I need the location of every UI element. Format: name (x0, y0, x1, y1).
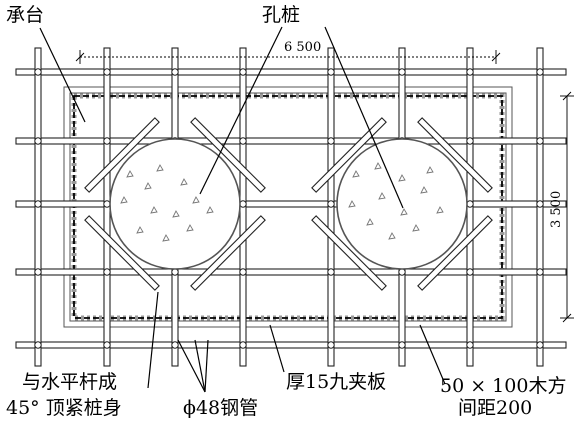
joint-clamp (239, 341, 247, 349)
joint-clamp (34, 137, 42, 145)
aggregate-mark (136, 226, 144, 234)
joint-clamp (34, 268, 42, 276)
leader-plywood (269, 324, 285, 373)
joint-clamp (398, 68, 406, 76)
joint-clamp (103, 341, 111, 349)
pile-right (336, 138, 468, 270)
label-timber-line1: 50 × 100木方 (440, 375, 566, 397)
aggregate-mark (144, 182, 152, 190)
dim-length (75, 50, 501, 64)
leader-timber (419, 324, 446, 385)
label-dim-width: 3 500 (549, 191, 564, 228)
joint-clamp (103, 268, 111, 276)
aggregate-mark (378, 192, 386, 200)
aggregate-mark (206, 206, 214, 214)
joint-clamp (327, 137, 335, 145)
joint-clamp (327, 200, 335, 208)
horizontal-pipe-3 (15, 268, 567, 276)
joint-clamp (171, 68, 179, 76)
leaders (39, 26, 446, 393)
concrete-aggregate-marks (120, 162, 444, 242)
brace-left-upper-left (84, 117, 160, 193)
horizontal-pipe-middle (15, 200, 567, 208)
label-horizontal-bar-line2: 45° 顶紧桩身 (6, 397, 122, 419)
brace-left-upper-right (190, 117, 266, 193)
horizontal-pipe-4 (15, 341, 567, 349)
aggregate-mark (412, 224, 420, 232)
leader-pipe-1 (177, 339, 206, 393)
joint-clamp (327, 341, 335, 349)
aggregate-mark (426, 166, 434, 174)
joint-clamp (466, 268, 474, 276)
joint-clamp (536, 68, 544, 76)
aggregate-mark (180, 178, 188, 186)
aggregate-mark (398, 174, 406, 182)
label-steel-pipe: ϕ48钢管 (183, 397, 258, 419)
joint-clamp (239, 268, 247, 276)
brace-right-lower-left (311, 215, 387, 291)
aggregate-mark (172, 210, 180, 218)
horizontal-pipe-2 (15, 137, 567, 145)
joint-clamp (466, 137, 474, 145)
joint-clamp (103, 68, 111, 76)
joint-clamp (327, 68, 335, 76)
pile-right-outline (336, 138, 468, 270)
leader-hole-pile-right (324, 26, 404, 209)
joint-clamp (536, 200, 544, 208)
horizontal-pipe-1 (15, 68, 567, 76)
aggregate-mark (192, 196, 200, 204)
label-dim-length: 6 500 (284, 40, 321, 55)
aggregate-mark (150, 206, 158, 214)
aggregate-mark (186, 224, 194, 232)
label-hole-pile: 孔桩 (262, 4, 300, 26)
label-pile-cap: 承台 (6, 4, 44, 26)
label-plywood: 厚15九夹板 (286, 371, 386, 393)
brace-right-upper-right (417, 117, 493, 193)
aggregate-mark (352, 170, 360, 178)
aggregate-mark (162, 234, 170, 242)
pile-left (109, 138, 241, 270)
leader-pile-cap (39, 27, 86, 123)
joint-clamp (34, 341, 42, 349)
label-timber-line2: 间距200 (458, 397, 532, 419)
aggregate-mark (436, 206, 444, 214)
brace-right-lower-right (417, 215, 493, 291)
aggregate-mark (400, 208, 408, 216)
dim-width (560, 91, 574, 323)
aggregate-mark (420, 186, 428, 194)
horizontal-steel-pipes (15, 68, 567, 349)
joint-clamp (239, 68, 247, 76)
joint-clamp (34, 200, 42, 208)
label-horizontal-bar-line1: 与水平杆成 (22, 371, 117, 393)
joint-clamp (536, 137, 544, 145)
aggregate-mark (348, 200, 356, 208)
joint-clamp (103, 137, 111, 145)
joint-clamp (239, 137, 247, 145)
pile-left-outline (109, 138, 241, 270)
leader-pipe-2 (194, 339, 206, 393)
joint-clamp (536, 268, 544, 276)
aggregate-mark (388, 232, 396, 240)
aggregate-mark (374, 162, 382, 170)
joint-clamp (466, 68, 474, 76)
leader-hole-pile-left (199, 26, 283, 195)
aggregate-mark (156, 164, 164, 172)
joint-clamp (171, 341, 179, 349)
brace-right-upper-left (311, 117, 387, 193)
joint-clamp (398, 341, 406, 349)
diagonal-braces (84, 117, 493, 291)
joint-clamp (327, 268, 335, 276)
brace-left-lower-right (190, 215, 266, 291)
joint-clamp (536, 341, 544, 349)
joint-clamp (466, 341, 474, 349)
aggregate-mark (120, 196, 128, 204)
joint-clamp (34, 68, 42, 76)
brace-left-lower-left (84, 215, 160, 291)
leader-brace (147, 291, 159, 389)
aggregate-mark (126, 170, 134, 178)
leader-pipe-3 (204, 339, 209, 393)
aggregate-mark (366, 218, 374, 226)
